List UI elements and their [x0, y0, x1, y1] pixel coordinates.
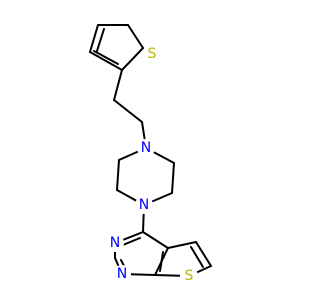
- bond: [89, 51, 123, 71]
- nitrogen-label: N: [110, 235, 120, 251]
- nitrogen-label: N: [117, 266, 127, 282]
- sulfur-label: S: [185, 268, 194, 284]
- bond: [171, 162, 175, 194]
- bond: [142, 231, 169, 249]
- nitrogen-label: N: [139, 197, 149, 213]
- bond: [116, 159, 120, 191]
- sulfur-label: S: [148, 46, 157, 62]
- bond: [113, 69, 123, 101]
- atom-n-piperazine-top: N: [137, 139, 155, 157]
- bond: [89, 24, 99, 53]
- atom-s-top: S: [143, 45, 161, 63]
- bond: [127, 24, 144, 49]
- molecule-diagram: S N N N N S: [89, 24, 212, 285]
- atom-n-piperazine-bottom: N: [135, 196, 153, 214]
- atom-n-pyrimidine-bottom: N: [113, 265, 131, 283]
- bond: [190, 246, 204, 268]
- bond: [113, 99, 143, 123]
- structure-svg: S N N N N S: [89, 24, 212, 285]
- atom-label-layer: S N N N N S: [106, 45, 198, 285]
- atom-n-pyrimidine-left: N: [106, 234, 124, 252]
- bond: [195, 241, 212, 267]
- bond: [96, 28, 105, 52]
- bond: [121, 47, 144, 71]
- bond: [167, 241, 197, 249]
- atom-s-bottom: S: [180, 267, 198, 285]
- bond: [93, 50, 119, 65]
- bond: [159, 251, 164, 272]
- nitrogen-label: N: [141, 140, 151, 156]
